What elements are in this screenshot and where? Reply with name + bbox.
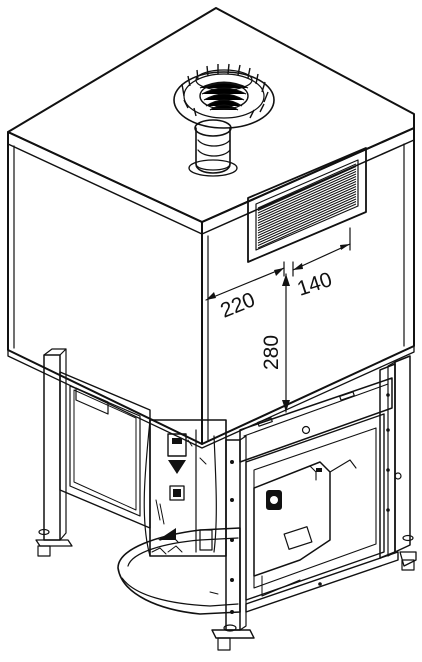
machine-under-housing — [117, 419, 241, 615]
grille-slat — [257, 178, 357, 224]
grille-slat — [257, 176, 357, 221]
stand-frame — [35, 348, 417, 651]
grille-slat — [257, 191, 357, 236]
exhaust-pipe — [173, 63, 275, 177]
dimension-label-140: 140 — [294, 268, 334, 301]
grille-slat — [257, 171, 357, 216]
grille-slat — [257, 203, 357, 249]
grille-slat — [257, 193, 357, 239]
grille-slat — [257, 163, 357, 209]
grille-slat — [257, 181, 357, 226]
housing-box — [7, 7, 415, 449]
grille-slat — [257, 201, 357, 246]
vent-grille — [247, 147, 367, 263]
grille-slat — [257, 173, 357, 219]
dimension-label-280: 280 — [260, 335, 283, 370]
grille-slat — [257, 198, 357, 244]
grille-slat — [257, 183, 357, 229]
inner-chute — [253, 459, 357, 597]
grille-slat — [257, 196, 357, 241]
grille-slat — [257, 166, 357, 211]
dimension-lines — [205, 227, 351, 413]
grille-slat — [257, 186, 357, 231]
grille-slat — [257, 168, 357, 214]
grille-slat — [257, 188, 357, 234]
